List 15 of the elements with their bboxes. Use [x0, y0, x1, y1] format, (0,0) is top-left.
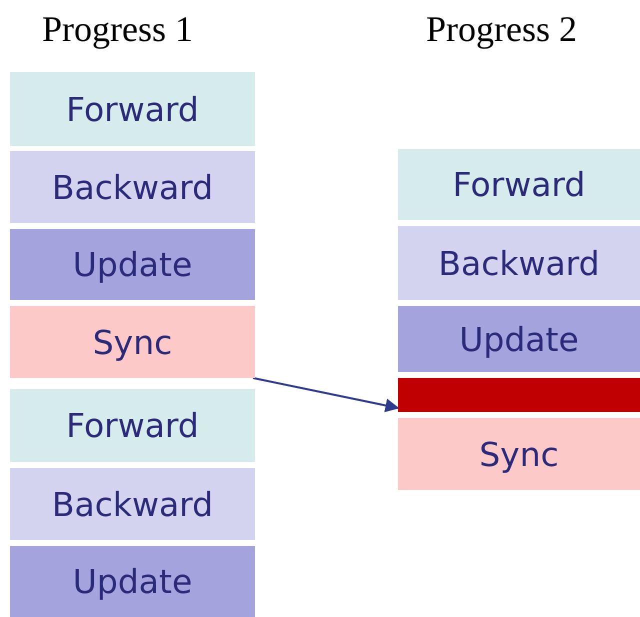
- process-block: Update: [10, 546, 255, 617]
- process-block: Forward: [10, 72, 255, 146]
- process-block: Backward: [10, 151, 255, 223]
- process-block: Sync: [398, 418, 640, 490]
- process-block: Update: [398, 306, 640, 372]
- arrow: [252, 377, 400, 412]
- process-block: Backward: [398, 226, 640, 300]
- column-title: Progress 2: [426, 8, 577, 50]
- process-block: Backward: [10, 468, 255, 540]
- process-block: Update: [10, 229, 255, 300]
- process-block: Sync: [10, 306, 255, 378]
- process-block: Forward: [10, 389, 255, 462]
- column-title: Progress 1: [42, 8, 193, 50]
- marker-bar: [398, 378, 640, 412]
- process-block: Forward: [398, 149, 640, 220]
